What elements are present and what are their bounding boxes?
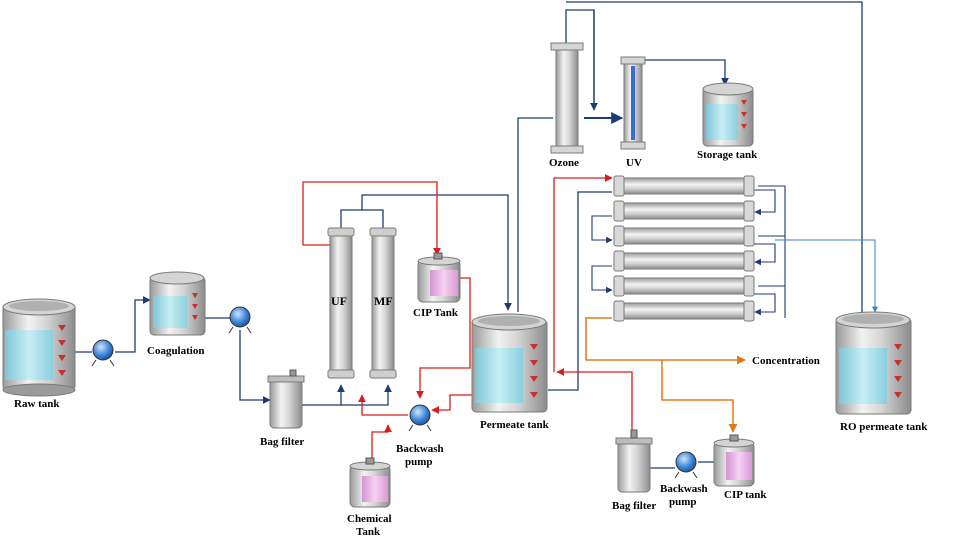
label-cip-tank-left: CIP Tank: [413, 307, 459, 319]
line-pump-to-bagfilter: [239, 330, 271, 404]
label-bag-filter-left: Bag filter: [260, 436, 304, 448]
label-backwash-pump-left-2: pump: [405, 456, 433, 468]
ro-membrane-tube: [613, 175, 755, 197]
ozone-column: [550, 42, 584, 154]
ro-permeate-line: [775, 239, 878, 313]
ro-permeate-tank: [835, 311, 912, 415]
cip-tank-right: [713, 434, 755, 487]
process-lines: [75, 1, 863, 469]
label-concentration: Concentration: [752, 355, 820, 367]
label-chemical-tank-2: Tank: [356, 526, 381, 538]
line-top-to-ro: [566, 1, 863, 312]
label-raw-tank: Raw tank: [14, 398, 60, 410]
label-cip-tank-right: CIP tank: [724, 489, 767, 501]
label-bag-filter-right: Bag filter: [612, 500, 656, 512]
storage-tank: [702, 82, 754, 147]
ro-membrane-tube: [613, 300, 755, 322]
uv-unit: [620, 56, 646, 150]
label-uv: UV: [626, 157, 642, 169]
line-chem-to-pump: [371, 424, 392, 460]
line-uf-mf-header: [340, 209, 384, 228]
label-ozone: Ozone: [549, 157, 579, 169]
ro-membrane-tube: [613, 225, 755, 247]
line-to-permeate: [361, 194, 512, 311]
line-bag-to-mf: [302, 384, 392, 406]
bag-filter-left: [267, 369, 305, 429]
coagulation-tank: [149, 271, 206, 336]
line-pump-to-coagulation: [115, 296, 151, 353]
mf-membrane: [369, 227, 397, 379]
ro-membrane-tube: [613, 275, 755, 297]
label-mf: MF: [374, 294, 393, 308]
label-backwash-pump-left-1: Backwash: [396, 443, 444, 455]
line-cip-return: [556, 368, 633, 436]
backwash-pump-left: [408, 404, 432, 432]
line-permeate-to-ozone: [517, 117, 553, 312]
pump-coagulation: [228, 306, 252, 334]
ro-serpentine-lines: [591, 185, 786, 318]
label-uf: UF: [331, 294, 347, 308]
label-ro-permeate-tank: RO permeate tank: [840, 421, 928, 433]
line-pump-to-uf: [358, 394, 408, 416]
line-uv-to-storage: [636, 59, 729, 86]
cip-tank-left: [417, 252, 461, 303]
ro-membranes: [613, 175, 755, 322]
line-permeate-backwash: [431, 394, 472, 414]
backwash-lines: [302, 174, 633, 460]
concentrate-lines: [585, 317, 746, 433]
label-backwash-pump-right-2: pump: [669, 496, 697, 508]
line-to-cip-right: [661, 360, 738, 433]
line-concentration: [585, 317, 746, 365]
pump-feed: [91, 339, 115, 367]
chemical-tank: [349, 457, 391, 508]
line-backwash-to-cip: [302, 181, 441, 256]
uf-membrane: [327, 227, 355, 379]
labels: Raw tank Coagulation Bag filter UF MF CI…: [14, 149, 928, 538]
label-permeate-tank: Permeate tank: [480, 419, 550, 431]
raw-tank: [2, 298, 76, 397]
ro-membrane-tube: [613, 200, 755, 222]
label-coagulation: Coagulation: [147, 345, 204, 357]
label-chemical-tank-1: Chemical: [347, 513, 392, 525]
backwash-pump-right: [674, 451, 698, 479]
ro-membrane-tube: [613, 250, 755, 272]
label-backwash-pump-right-1: Backwash: [660, 483, 708, 495]
line-cip-to-pump: [416, 277, 471, 399]
line-ro-cip-feed: [553, 174, 613, 372]
permeate-tank: [471, 313, 548, 413]
line-permeate-to-ro: [548, 191, 612, 391]
bag-filter-right: [615, 429, 653, 493]
label-storage-tank: Storage tank: [697, 149, 758, 161]
